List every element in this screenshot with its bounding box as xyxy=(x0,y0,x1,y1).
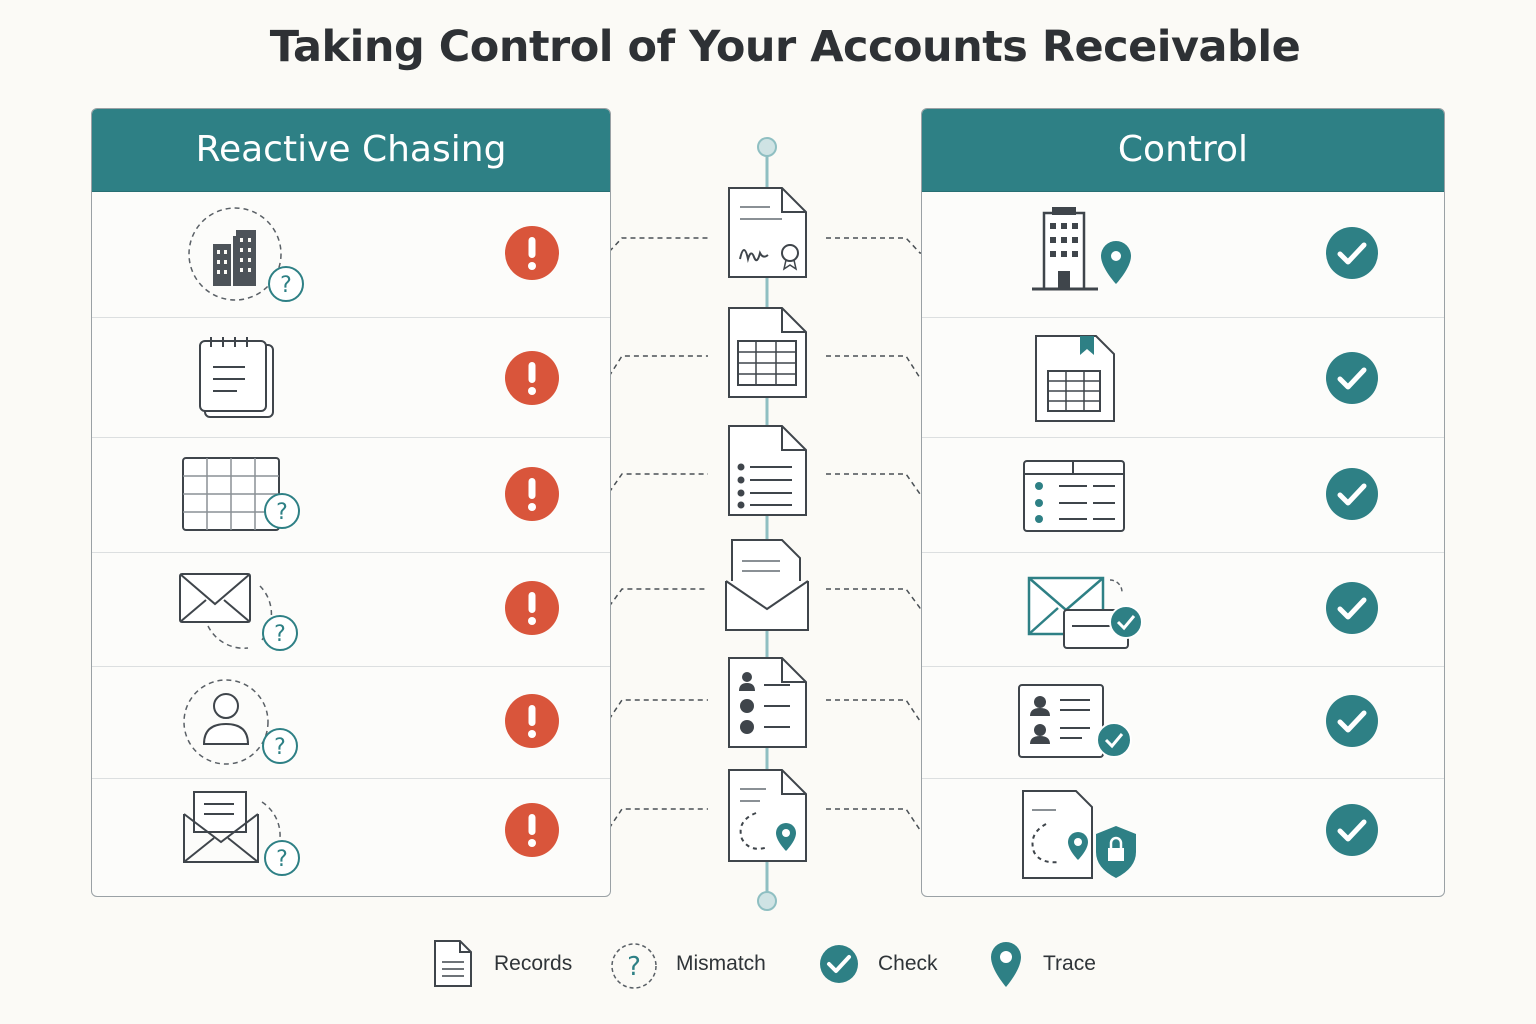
svg-text:?: ? xyxy=(276,500,288,525)
traced-document-icon xyxy=(728,769,807,862)
check-icon xyxy=(1326,804,1378,856)
mail-document-icon xyxy=(725,539,809,631)
alert-icon xyxy=(505,581,559,635)
alert-icon xyxy=(505,226,559,280)
verified-email-icon xyxy=(1027,576,1143,649)
legend-mismatch: ? Mismatch xyxy=(610,938,780,994)
question-icon: ? xyxy=(262,615,298,651)
question-icon: ? xyxy=(262,728,298,764)
contacts-document-icon xyxy=(728,657,807,748)
alert-icon xyxy=(505,467,559,521)
legend-trace-label: Trace xyxy=(1043,952,1096,975)
svg-text:?: ? xyxy=(280,273,292,298)
svg-text:?: ? xyxy=(274,735,286,760)
legend-records-label: Records xyxy=(494,952,573,975)
alert-icon xyxy=(505,694,559,748)
building-location-icon xyxy=(1032,207,1131,291)
svg-text:?: ? xyxy=(274,622,286,647)
structured-table-icon xyxy=(1023,460,1125,532)
verified-contacts-icon xyxy=(1018,684,1132,758)
alert-icon xyxy=(505,803,559,857)
question-icon: ? xyxy=(264,493,300,529)
bookmarked-ledger-icon xyxy=(1035,335,1115,422)
svg-text:?: ? xyxy=(276,847,288,872)
mismatch-icon: ? xyxy=(611,943,657,989)
check-icon xyxy=(1326,227,1378,279)
ledger-document-icon xyxy=(728,307,807,398)
signed-contract-icon xyxy=(728,187,807,278)
legend-mismatch-label: Mismatch xyxy=(676,952,766,975)
spreadsheet-icon xyxy=(182,457,280,531)
question-icon: ? xyxy=(268,266,304,302)
question-icon: ? xyxy=(264,840,300,876)
legend-check-label: Check xyxy=(878,952,938,975)
checklist-document-icon xyxy=(728,425,807,516)
notepad-icon xyxy=(199,337,274,418)
check-icon xyxy=(820,945,858,983)
legend-check: Check xyxy=(818,938,948,994)
legend-records: Records xyxy=(432,938,582,994)
check-icon xyxy=(1326,468,1378,520)
trace-icon xyxy=(991,942,1021,987)
reactive-chasing-heading: Reactive Chasing xyxy=(92,109,610,192)
user-icon xyxy=(183,679,269,765)
legend-trace: Trace xyxy=(988,938,1108,994)
check-icon xyxy=(1326,352,1378,404)
open-envelope-icon xyxy=(183,791,281,863)
control-heading: Control xyxy=(922,109,1444,192)
building-icon xyxy=(188,207,282,301)
alert-icon xyxy=(505,351,559,405)
check-icon xyxy=(1326,582,1378,634)
page-title: Taking Control of Your Accounts Receivab… xyxy=(269,22,1301,72)
svg-text:?: ? xyxy=(627,952,641,982)
check-icon xyxy=(1326,695,1378,747)
secured-trace-icon xyxy=(1022,790,1136,879)
records-icon xyxy=(434,940,472,987)
legend: Records ? Mismatch Check Trace xyxy=(0,938,1536,994)
